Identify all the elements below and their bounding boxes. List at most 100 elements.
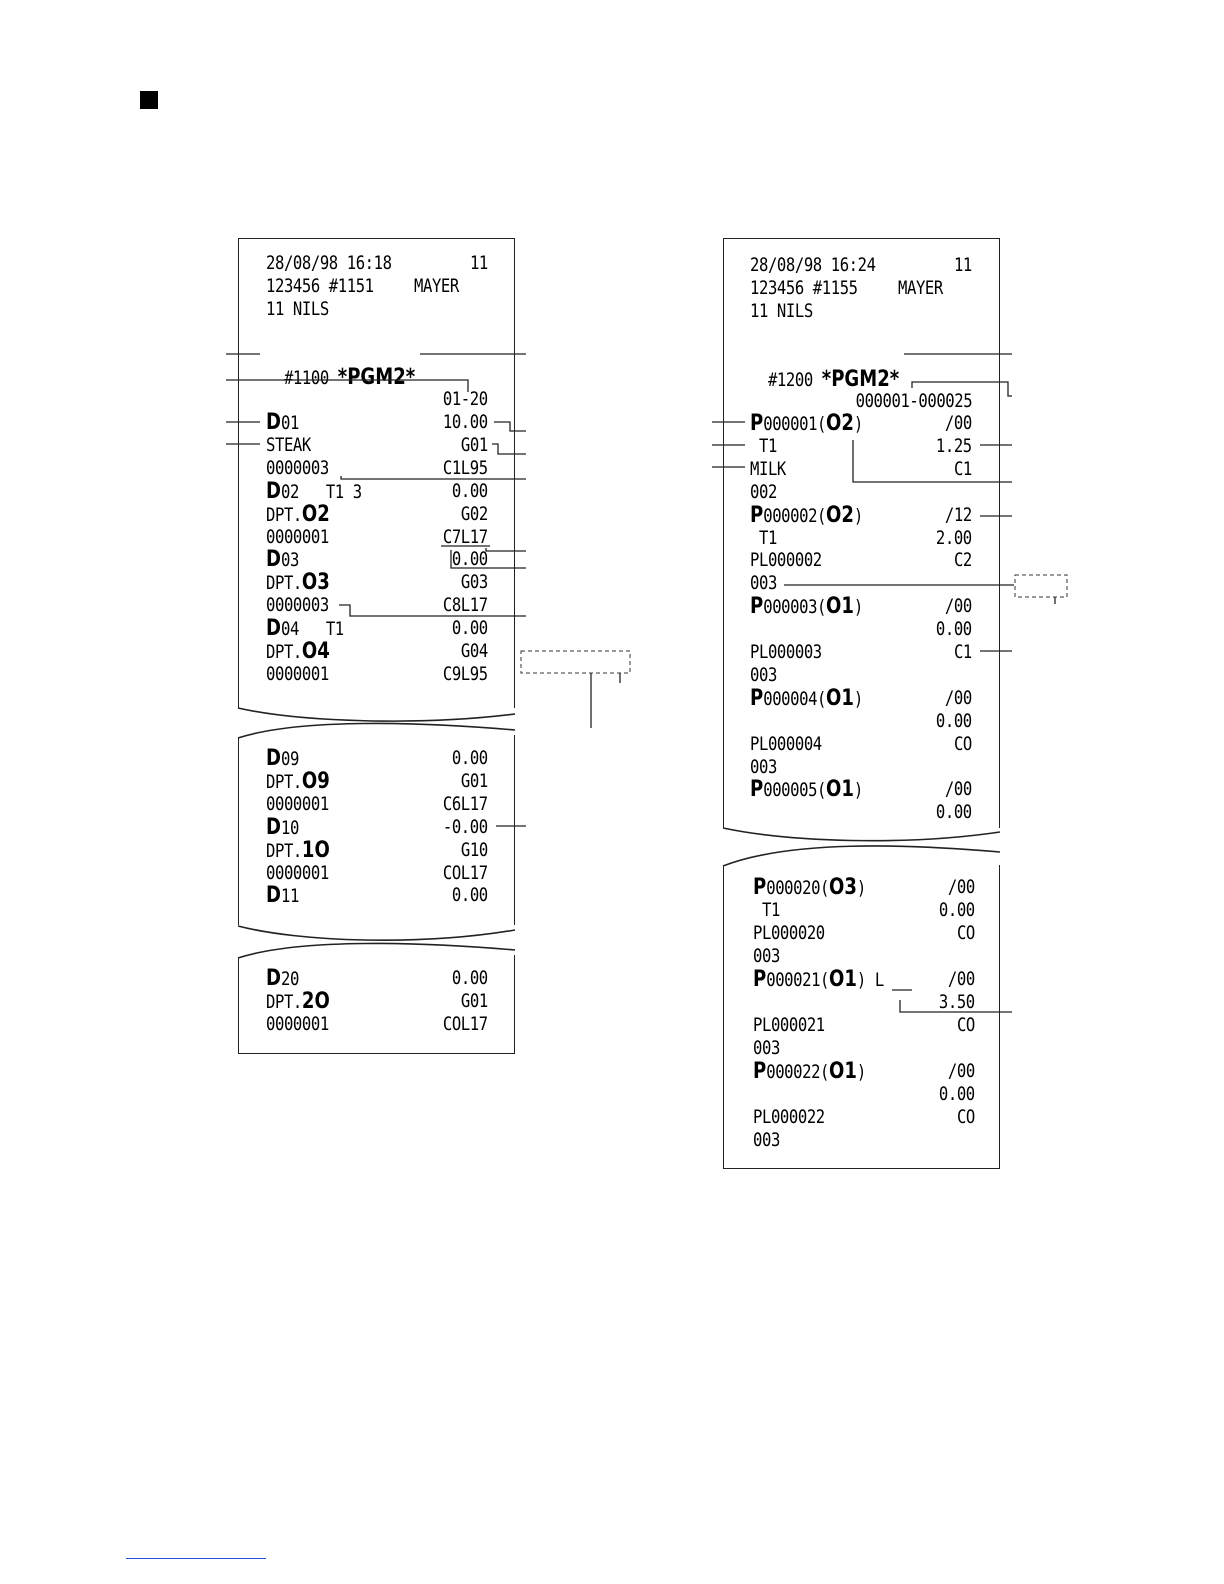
line-prefix: P (753, 967, 767, 992)
left-range: 01-20 (443, 388, 488, 410)
line-text: 11 (280, 885, 299, 908)
line-value: -0.00 (443, 815, 488, 838)
line-value: 0.00 (452, 479, 488, 502)
line-text: 0000001 (266, 662, 329, 685)
line-value: 0.00 (452, 747, 488, 769)
receipt-line: P000003(O1) (750, 595, 863, 618)
line-value: G01 (461, 433, 488, 456)
receipt-line: D04 T1 (266, 617, 344, 640)
line-text: 000002( (763, 504, 827, 527)
line-code: O4 (301, 639, 330, 664)
line-prefix: D (266, 746, 281, 771)
line-code: O2 (826, 502, 854, 528)
receipt-line: D11 (266, 884, 299, 907)
line-value: COL17 (443, 861, 488, 884)
left-header-machine: 11 (470, 252, 488, 274)
footer-rule (126, 1558, 266, 1559)
line-prefix: D (266, 478, 281, 504)
line-text: 10 (280, 816, 299, 839)
line-prefix: P (753, 875, 767, 900)
line-value: G03 (461, 571, 488, 594)
left-header-nils: 11 NILS (266, 298, 329, 320)
receipt-line: 0000001 (266, 1013, 329, 1036)
line-suffix: ) (853, 687, 863, 710)
line-value: C6L17 (443, 792, 488, 815)
line-code: O1 (826, 777, 854, 803)
line-text: T1 (750, 526, 777, 549)
line-text: T1 (750, 434, 777, 457)
line-value: G01 (461, 990, 488, 1012)
receipt-line: T1 (750, 435, 777, 458)
line-value: CO (957, 1106, 975, 1128)
left-receipt-middle (238, 735, 515, 925)
right-receipt-top (723, 238, 1000, 828)
line-value: C1 (954, 457, 972, 480)
line-text: DPT. (266, 770, 302, 793)
line-text: PL000002 (750, 549, 822, 572)
line-text: PL000003 (750, 641, 822, 663)
line-value: C2 (954, 549, 972, 572)
line-text: 003 (753, 1129, 780, 1151)
left-receipt-top (238, 238, 515, 708)
receipt-line: D02 T1 3 (266, 480, 362, 503)
line-value: G01 (461, 769, 488, 792)
line-text: 0000001 (266, 1013, 329, 1035)
line-suffix: ) L (856, 969, 884, 991)
left-title-mode: *PGM2* (337, 365, 416, 390)
line-text: DPT. (266, 572, 302, 595)
line-value: 0.00 (452, 617, 488, 640)
line-prefix: P (753, 1059, 767, 1084)
line-text: 03 (280, 549, 299, 572)
receipt-line: P000021(O1) L (753, 968, 884, 991)
line-code: O3 (301, 570, 330, 596)
receipt-line: D03 (266, 548, 299, 571)
line-value: G10 (461, 838, 488, 861)
receipt-line: 0000001 (266, 663, 329, 686)
line-value: 10.00 (443, 411, 488, 433)
line-text: 0000001 (266, 525, 329, 548)
line-text: T1 (753, 899, 780, 921)
line-code: O9 (301, 768, 330, 794)
receipt-line: P000022(O1) (753, 1060, 866, 1083)
line-text: MILK (750, 457, 786, 480)
line-prefix: D (266, 547, 281, 573)
receipt-line: 0000003 (266, 457, 329, 480)
line-prefix: P (750, 411, 764, 436)
receipt-line: DPT.2O (266, 990, 330, 1013)
line-value: /00 (948, 876, 975, 898)
line-value: C1L95 (443, 456, 488, 479)
line-code: O1 (826, 685, 854, 711)
receipt-line: PL000003 (750, 641, 822, 664)
receipt-line: PL000020 (753, 922, 825, 945)
line-value: 0.00 (936, 618, 972, 641)
line-value: /00 (945, 778, 972, 801)
receipt-line: P000004(O1) (750, 687, 863, 710)
line-text: 003 (750, 755, 777, 778)
receipt-line: 0000001 (266, 862, 329, 885)
line-prefix: P (750, 594, 764, 620)
line-value: /00 (948, 1060, 975, 1082)
line-suffix: ) (853, 413, 863, 435)
line-value: 0.00 (452, 884, 488, 907)
line-value: 0.00 (452, 548, 488, 571)
receipt-line: T1 (753, 899, 780, 922)
receipt-line: DPT.O3 (266, 571, 330, 594)
receipt-line: D10 (266, 816, 299, 839)
line-code: O1 (829, 967, 857, 992)
line-text: 003 (750, 572, 777, 595)
line-value: CO (957, 922, 975, 944)
receipt-line: PL000004 (750, 733, 822, 756)
line-value: 1.25 (936, 434, 972, 457)
line-code: 2O (301, 989, 330, 1014)
receipt-line: 0000003 (266, 594, 329, 617)
line-value: 0.00 (936, 709, 972, 732)
line-text: 002 (750, 480, 777, 503)
line-text: 0000003 (266, 594, 329, 617)
right-title: #1200 *PGM2* (750, 345, 899, 391)
line-suffix: ) (856, 877, 866, 899)
line-code: O3 (829, 875, 857, 900)
line-text: 04 T1 (280, 618, 344, 641)
right-title-number: #1200 (767, 369, 822, 391)
receipt-line: 002 (750, 481, 777, 504)
